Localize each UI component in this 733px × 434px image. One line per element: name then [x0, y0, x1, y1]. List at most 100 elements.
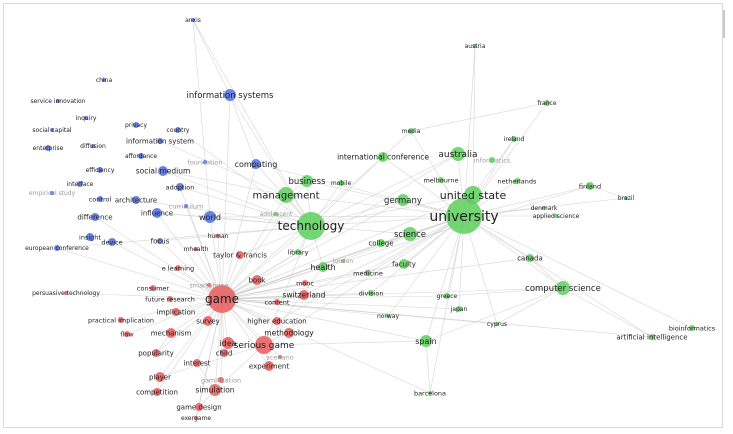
node-netherlands[interactable]: [514, 178, 520, 184]
node-greece[interactable]: [444, 293, 450, 299]
node-university[interactable]: [446, 198, 482, 234]
node-interface[interactable]: [77, 181, 83, 187]
node-technology[interactable]: [297, 212, 325, 240]
node-international-conference[interactable]: [378, 152, 388, 162]
node-social-medium[interactable]: [158, 166, 168, 176]
node-affordance[interactable]: [138, 153, 144, 159]
node-france[interactable]: [544, 100, 550, 106]
node-adoption[interactable]: [176, 183, 184, 191]
node-taylor-francis[interactable]: [236, 251, 244, 259]
node-mechanism[interactable]: [166, 328, 176, 338]
node-diffusion[interactable]: [91, 144, 95, 148]
node-denmark[interactable]: [542, 206, 546, 210]
node-methodology[interactable]: [284, 328, 294, 338]
node-interest[interactable]: [193, 359, 201, 367]
node-norway[interactable]: [386, 314, 390, 318]
node-mhealth[interactable]: [194, 247, 198, 251]
node-college[interactable]: [377, 239, 385, 247]
node-practical-implication[interactable]: [118, 317, 124, 323]
node-media[interactable]: [408, 128, 414, 134]
node-focus[interactable]: [157, 238, 163, 244]
node-flow[interactable]: [124, 331, 130, 337]
node-enterprise[interactable]: [45, 145, 51, 151]
node-japan[interactable]: [456, 306, 462, 312]
node-insight[interactable]: [86, 233, 94, 241]
scrollbar-handle[interactable]: [723, 10, 725, 38]
node-melbourne[interactable]: [438, 177, 444, 183]
node-cyprus[interactable]: [495, 322, 499, 326]
node-european-conference[interactable]: [54, 245, 60, 251]
node-smartphone[interactable]: [207, 283, 211, 287]
node-health[interactable]: [318, 262, 328, 272]
node-simulation[interactable]: [209, 384, 221, 396]
node-faculty[interactable]: [399, 259, 409, 269]
node-game[interactable]: [208, 285, 236, 313]
node-future-research[interactable]: [167, 296, 173, 302]
node-information-systems[interactable]: [224, 89, 236, 101]
node-computing[interactable]: [251, 159, 261, 169]
node-management[interactable]: [278, 187, 294, 203]
node-serious-game[interactable]: [255, 336, 273, 354]
node-world[interactable]: [204, 211, 216, 223]
node-austria[interactable]: [473, 44, 477, 48]
node-idea[interactable]: [222, 337, 234, 349]
node-service-innovation[interactable]: [56, 99, 60, 103]
node-higher-education[interactable]: [273, 317, 281, 325]
node-gamification[interactable]: [218, 377, 224, 383]
node-medicine[interactable]: [365, 270, 371, 276]
node-applied-science[interactable]: [554, 214, 558, 218]
node-survey[interactable]: [203, 316, 213, 326]
node-popularity[interactable]: [152, 349, 160, 357]
node-germany[interactable]: [397, 194, 409, 206]
node-mooc[interactable]: [302, 280, 308, 286]
node-control[interactable]: [97, 196, 103, 202]
node-consumer[interactable]: [150, 285, 156, 291]
node-artificial-intelligence[interactable]: [649, 334, 655, 340]
node-empirical-study[interactable]: [50, 191, 54, 195]
node-player[interactable]: [155, 372, 165, 382]
node-country[interactable]: [175, 127, 181, 133]
node-implication[interactable]: [172, 308, 180, 316]
node-informatics[interactable]: [489, 157, 495, 163]
node-game-design[interactable]: [195, 403, 203, 411]
node-barcelona[interactable]: [428, 391, 432, 395]
node-difference[interactable]: [91, 213, 99, 221]
node-inquiry[interactable]: [84, 116, 88, 120]
node-computer-science[interactable]: [556, 281, 570, 295]
node-australia[interactable]: [451, 147, 465, 161]
node-exergame[interactable]: [194, 416, 198, 420]
node-persuasive-technology[interactable]: [64, 291, 68, 295]
node-competition[interactable]: [153, 388, 161, 396]
node-library[interactable]: [295, 249, 301, 255]
node-content[interactable]: [274, 299, 280, 305]
node-adolescent[interactable]: [274, 212, 278, 216]
node-brazil[interactable]: [624, 196, 628, 200]
node-science[interactable]: [403, 227, 417, 241]
node-privacy[interactable]: [133, 122, 139, 128]
node-foundation[interactable]: [203, 160, 207, 164]
node-canada[interactable]: [526, 254, 534, 262]
node-mobile[interactable]: [338, 180, 344, 186]
node-device[interactable]: [108, 238, 116, 246]
node-switzerland[interactable]: [299, 290, 309, 300]
node-influence[interactable]: [152, 208, 162, 218]
node-division[interactable]: [368, 290, 374, 296]
node-human[interactable]: [216, 234, 220, 238]
node-scenario[interactable]: [278, 355, 282, 359]
node-spain[interactable]: [420, 335, 432, 347]
node-architecture[interactable]: [132, 196, 140, 204]
node-experiment[interactable]: [264, 361, 274, 371]
node-e-learning[interactable]: [175, 265, 181, 271]
node-social-capital[interactable]: [50, 128, 54, 132]
node-china[interactable]: [102, 78, 106, 82]
node-information-system[interactable]: [157, 138, 163, 144]
node-book[interactable]: [252, 275, 262, 285]
node-finland[interactable]: [586, 182, 594, 190]
node-bioinformatics[interactable]: [689, 325, 695, 331]
node-anxis[interactable]: [191, 18, 195, 22]
node-curriculum[interactable]: [184, 204, 188, 208]
node-business[interactable]: [301, 175, 313, 187]
node-efficiency[interactable]: [97, 167, 103, 173]
